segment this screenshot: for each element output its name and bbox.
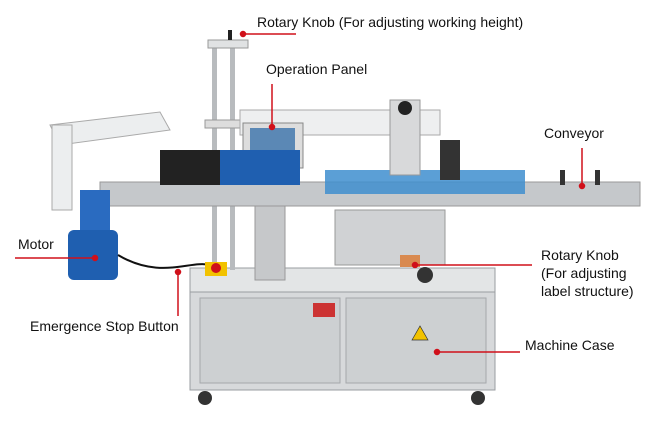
label-line: label structure) [541,283,634,299]
label-line: (For adjusting [541,265,627,281]
label-motor: Motor [18,236,54,252]
motor [68,190,211,280]
label-emergency-stop: Emergence Stop Button [30,318,179,334]
label-conveyor: Conveyor [544,125,604,141]
label-machine-case: Machine Case [525,337,615,353]
machine-case [189,267,496,405]
label-line: Rotary Knob [541,247,619,263]
emergency-stop-button [205,262,227,276]
label-rotary-knob-label-structure: Rotary Knob (For adjusting label structu… [541,246,634,300]
conveyor [99,99,641,207]
label-rotary-knob-working-height: Rotary Knob (For adjusting working heigh… [257,14,524,30]
label-structure [334,209,446,283]
label-operation-panel: Operation Panel [266,61,368,77]
leader-lines [15,30,586,356]
